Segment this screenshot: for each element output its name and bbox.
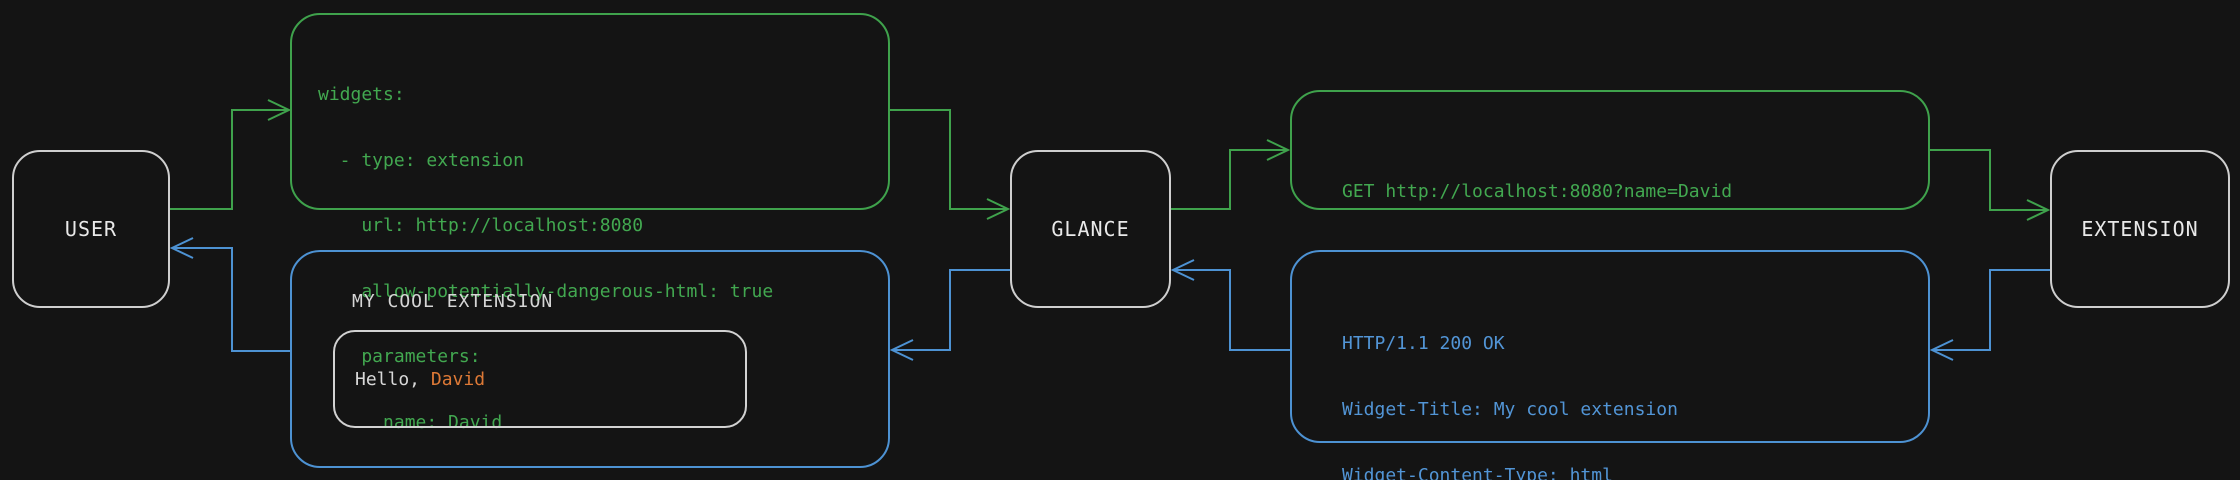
widget-preview-title: MY COOL EXTENSION (352, 291, 554, 312)
yaml-line: url: http://localhost:8080 (318, 215, 644, 236)
http-response-box (1290, 250, 1930, 443)
connector-preview-to-user (169, 237, 290, 352)
yaml-line: allow-potentially-dangerous-html: true (318, 280, 774, 302)
response-line: Widget-Title: My cool extension (1342, 399, 1678, 420)
widget-preview-card: Hello, David (333, 330, 747, 428)
connector-extension-to-response (1929, 269, 2050, 361)
yaml-line: parameters: (318, 346, 481, 367)
yaml-config-code: widgets: - type: extension url: http://l… (318, 41, 773, 476)
greeting-name: David (430, 368, 486, 390)
connector-config-to-glance (890, 109, 1011, 220)
glance-node: GLANCE (1010, 150, 1171, 308)
yaml-line: - type: extension (318, 149, 524, 171)
yaml-config-box (290, 13, 890, 210)
extension-node-label: EXTENSION (2081, 217, 2199, 241)
response-line: HTTP/1.1 200 OK (1342, 333, 1505, 354)
extension-node: EXTENSION (2050, 150, 2230, 308)
widget-preview-box (290, 250, 890, 468)
http-response-code: HTTP/1.1 200 OK Widget-Title: My cool ex… (1342, 290, 1851, 480)
user-node: USER (12, 150, 170, 308)
widget-greeting: Hello, David (355, 369, 485, 390)
user-node-label: USER (64, 217, 118, 241)
http-request-box (1290, 90, 1930, 210)
yaml-line: widgets: (318, 84, 405, 105)
connector-user-to-config (170, 99, 292, 210)
connector-response-to-glance (1170, 259, 1290, 351)
connector-glance-to-request (1171, 139, 1291, 210)
greeting-prefix: Hello, (355, 368, 431, 390)
response-line: Widget-Content-Type: html (1342, 465, 1613, 480)
connector-glance-to-preview (889, 269, 1010, 361)
connector-request-to-extension (1930, 149, 2051, 221)
request-line: GET http://localhost:8080?name=David (1342, 181, 1733, 202)
glance-node-label: GLANCE (1051, 217, 1130, 241)
http-request-code: GET http://localhost:8080?name=David (1342, 138, 1732, 246)
